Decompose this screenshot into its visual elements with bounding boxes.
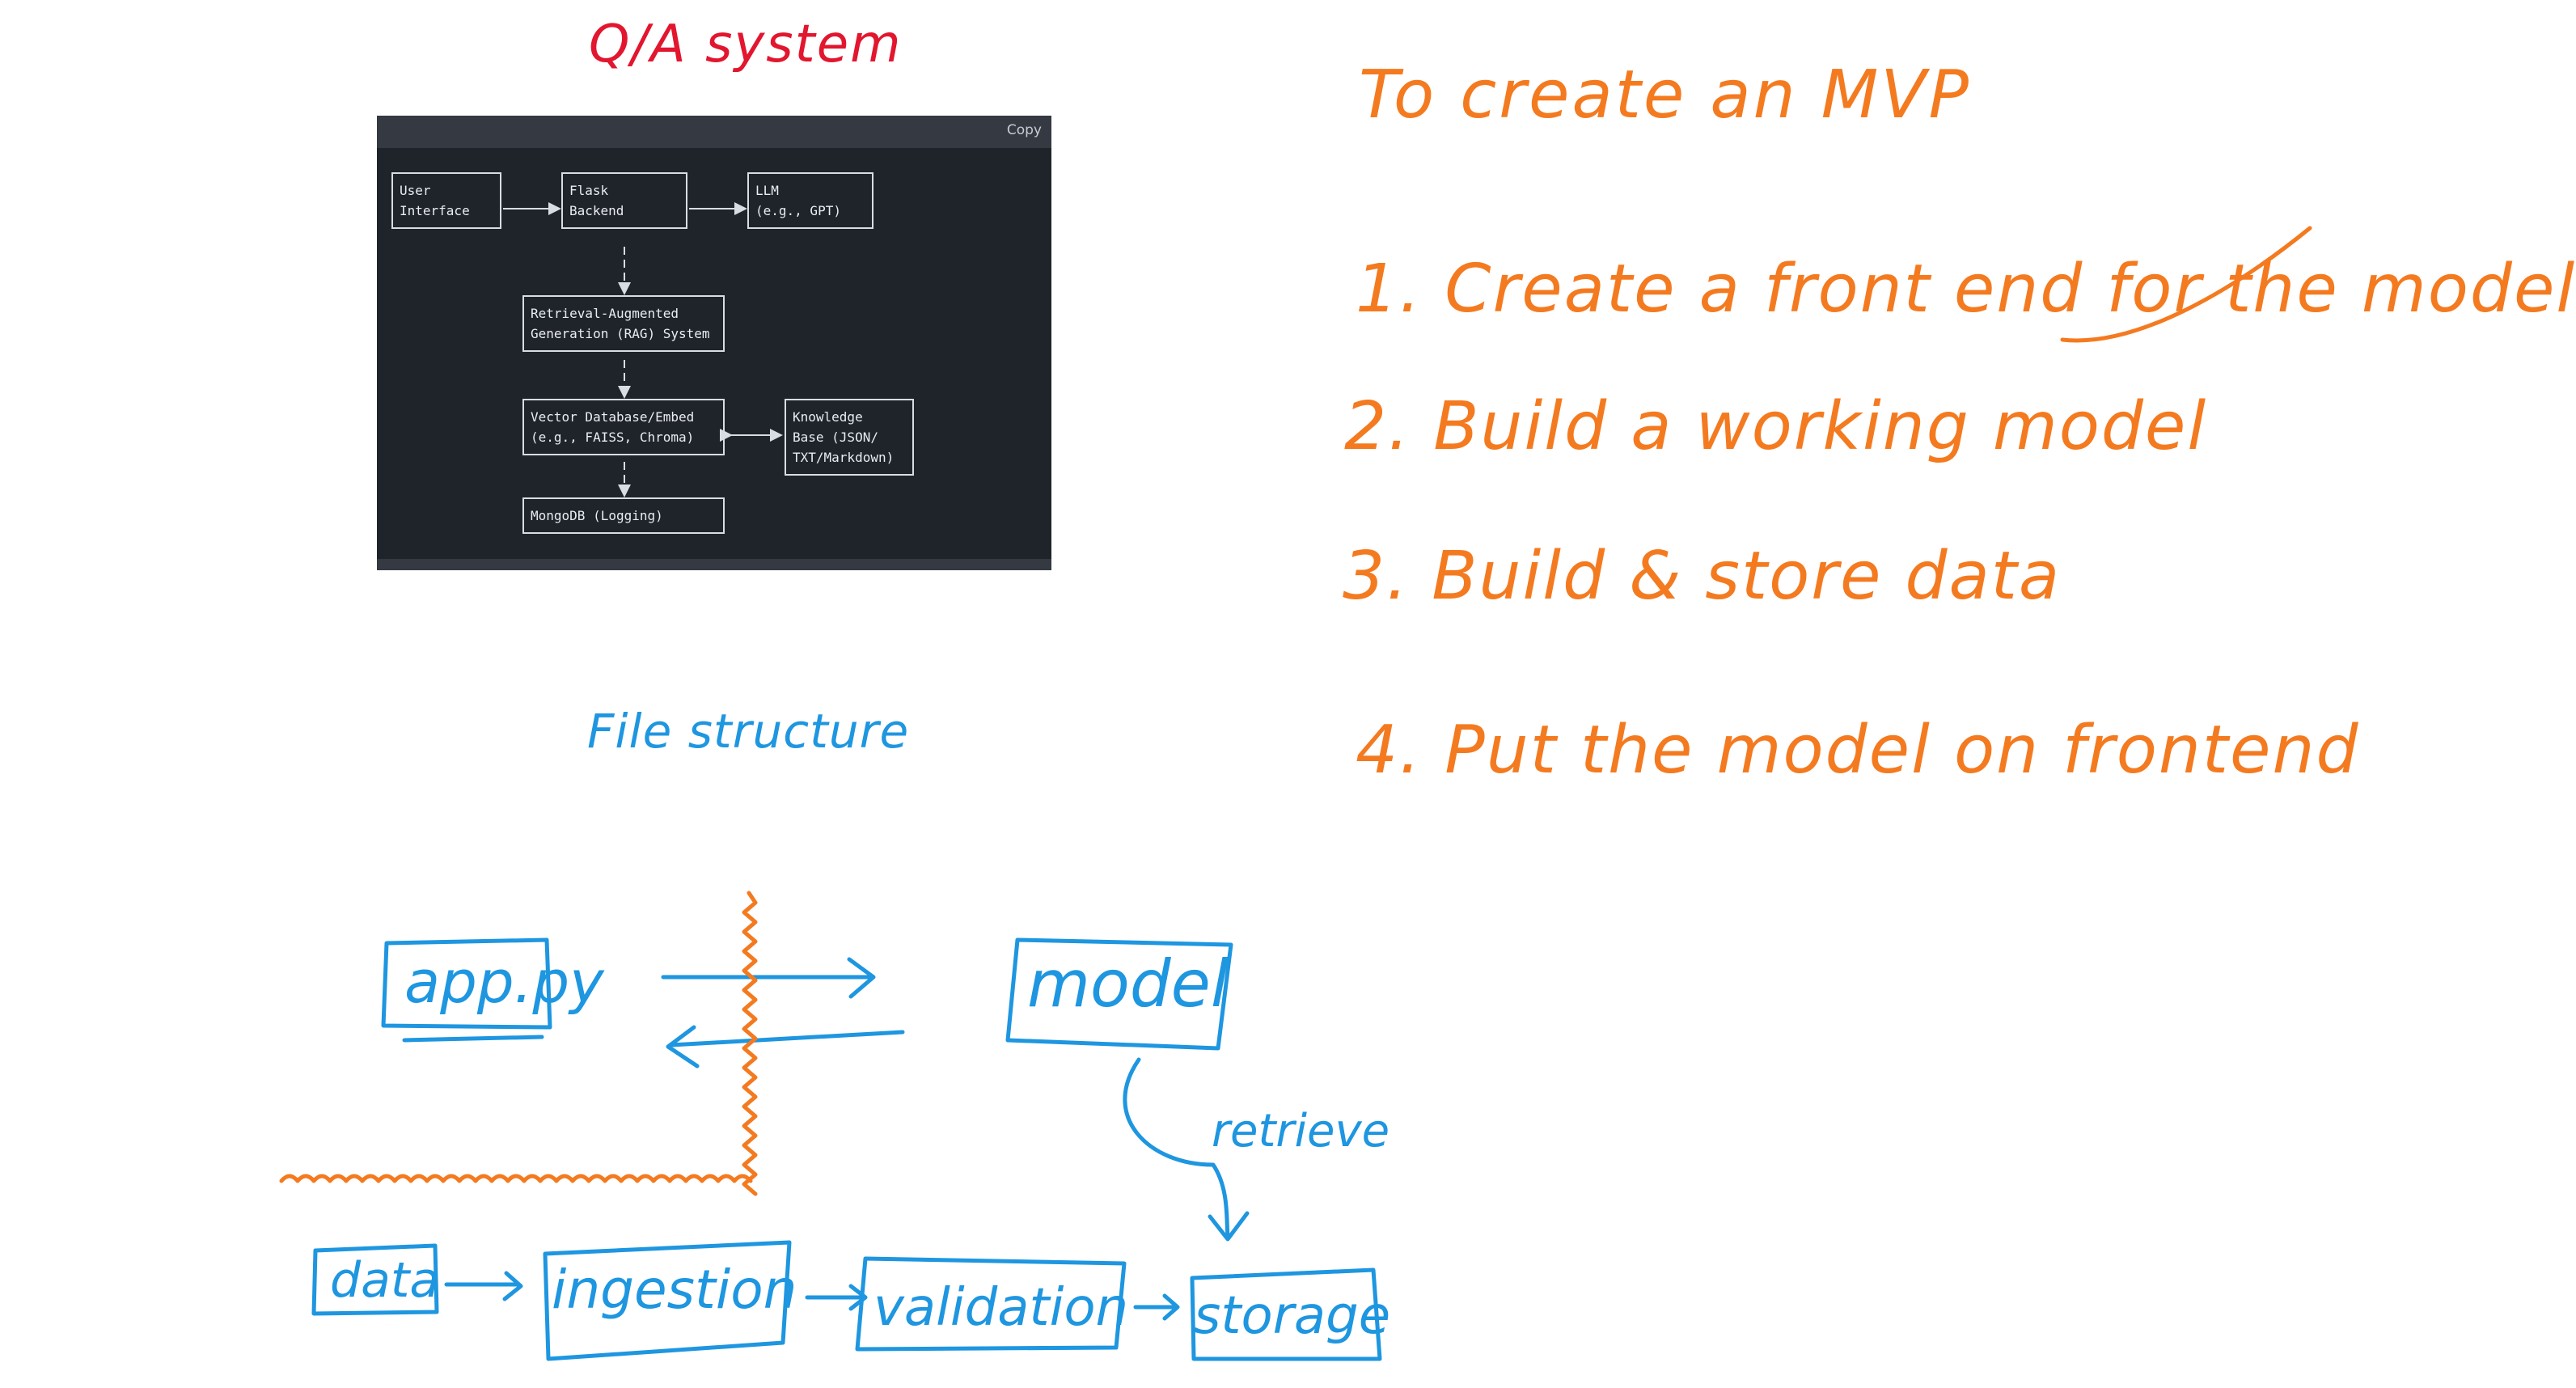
arrow-data-to-ingestion xyxy=(444,1271,523,1301)
vertical-wavy-divider xyxy=(742,891,758,1196)
data-box xyxy=(311,1243,439,1316)
mvp-title: To create an MVP xyxy=(1359,57,1971,133)
arrow-app-to-model xyxy=(661,957,876,999)
arrow-model-to-app xyxy=(666,1025,905,1069)
model-label: model xyxy=(1027,946,1229,1022)
arrow-ingestion-to-validation xyxy=(805,1284,868,1311)
validation-label: validation xyxy=(873,1278,1129,1338)
horizontal-wavy-divider xyxy=(279,1174,753,1183)
user-interface-box: User Interface xyxy=(391,172,501,229)
llm-box: LLM (e.g., GPT) xyxy=(747,172,873,229)
ingestion-label: ingestion xyxy=(552,1259,797,1321)
strike-through-for xyxy=(2060,226,2312,343)
app-py-label: app.py xyxy=(404,948,604,1016)
ingestion-box xyxy=(543,1240,792,1361)
architecture-code-panel: Copy User Interface Flask Backend LLM (e… xyxy=(377,116,1051,570)
mvp-step-3: 3. Build & store data xyxy=(1343,538,2062,615)
vector-database-box: Vector Database/Embed (e.g., FAISS, Chro… xyxy=(522,399,725,455)
qa-system-title: Q/A system xyxy=(589,15,903,74)
validation-box xyxy=(855,1256,1127,1352)
file-structure-title: File structure xyxy=(587,704,910,759)
code-panel-footer xyxy=(377,559,1051,570)
data-label: data xyxy=(330,1252,440,1309)
retrieve-label: retrieve xyxy=(1212,1105,1390,1157)
model-box xyxy=(1005,937,1233,1051)
flask-backend-box: Flask Backend xyxy=(561,172,687,229)
code-panel-arrows xyxy=(503,202,783,497)
hand-drawn-diagram xyxy=(279,226,2312,1361)
storage-box xyxy=(1190,1267,1382,1361)
mongodb-box: MongoDB (Logging) xyxy=(522,497,725,534)
arrow-model-to-storage xyxy=(1123,1057,1250,1242)
app-box xyxy=(381,937,552,1030)
mvp-step-1: 1. Create a front end for the model xyxy=(1356,251,2576,328)
storage-label: storage xyxy=(1194,1286,1391,1346)
knowledge-base-box: Knowledge Base (JSON/ TXT/Markdown) xyxy=(785,399,914,476)
copy-button[interactable]: Copy xyxy=(1006,122,1042,138)
mvp-step-2: 2. Build a working model xyxy=(1344,388,2208,465)
code-panel-header: Copy xyxy=(377,116,1051,148)
mvp-step-4: 4. Put the model on frontend xyxy=(1356,712,2360,789)
arrow-validation-to-storage xyxy=(1133,1293,1180,1321)
rag-system-box: Retrieval-Augmented Generation (RAG) Sys… xyxy=(522,295,725,352)
